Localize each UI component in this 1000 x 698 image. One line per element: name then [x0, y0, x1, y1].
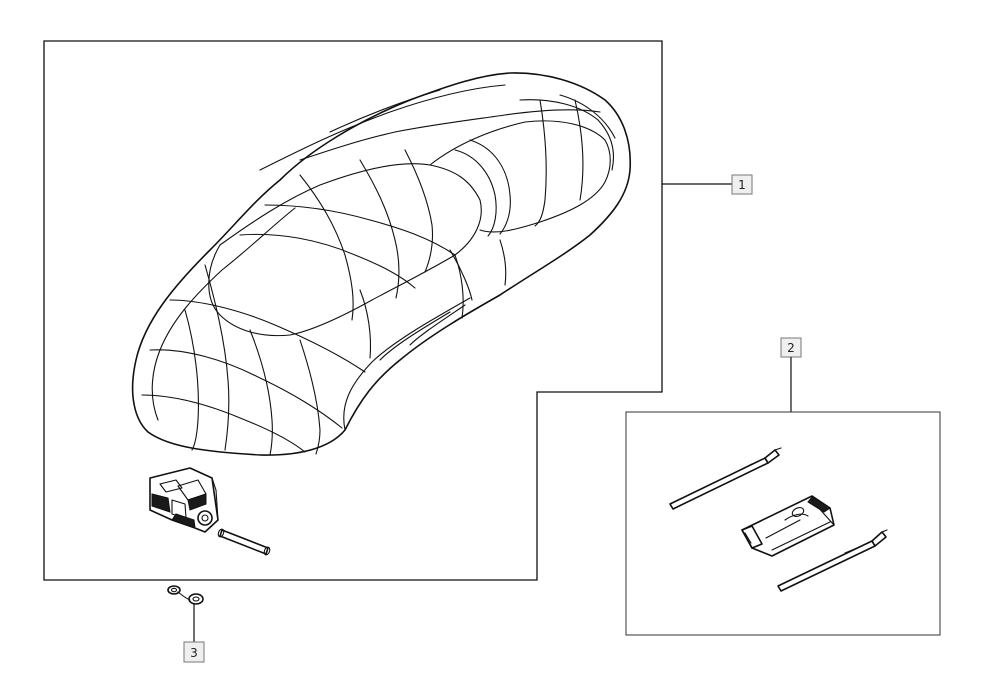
- washers[interactable]: [167, 585, 204, 605]
- callout-3-label: 3: [190, 646, 198, 660]
- lock-pin[interactable]: [217, 528, 271, 556]
- group-2-frame: [625, 411, 941, 636]
- seat-drawing[interactable]: [131, 72, 632, 456]
- callout-1-label: 1: [738, 178, 746, 192]
- callout-1[interactable]: 1: [731, 174, 753, 195]
- seat-lock[interactable]: [149, 467, 219, 533]
- callout-3[interactable]: 3: [183, 641, 205, 663]
- group-1-frame: [43, 40, 663, 581]
- tool-kit[interactable]: [669, 447, 888, 592]
- callout-2-label: 2: [787, 341, 795, 355]
- callout-2[interactable]: 2: [780, 337, 802, 358]
